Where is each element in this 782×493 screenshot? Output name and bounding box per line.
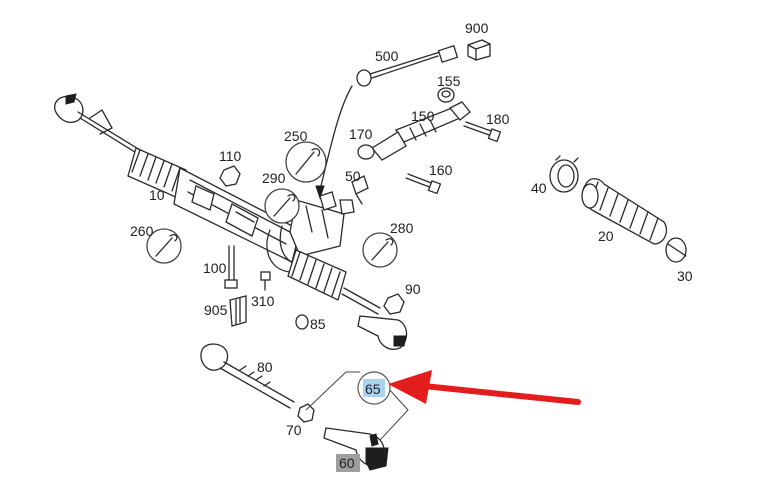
label-80: 80 (257, 359, 273, 375)
label-250: 250 (284, 128, 308, 144)
part-20-bellow (581, 178, 668, 245)
part-50-clip (351, 175, 369, 205)
label-290: 290 (262, 170, 286, 186)
label-50: 50 (345, 168, 361, 184)
part-60-tie-rod-end (323, 427, 389, 471)
part-150-shaft (371, 101, 471, 161)
label-150: 150 (411, 108, 435, 124)
label-500: 500 (375, 48, 399, 64)
label-260: 260 (130, 223, 154, 239)
part-900-cap (467, 39, 491, 61)
label-155: 155 (437, 73, 461, 89)
label-110: 110 (219, 148, 242, 164)
part-155-cap (437, 87, 455, 103)
label-60: 60 (339, 455, 355, 471)
part-310-bolt (260, 271, 271, 291)
part-30-clamp (665, 237, 687, 263)
label-10: 10 (149, 187, 165, 203)
label-100: 100 (203, 260, 227, 276)
label-170: 170 (349, 126, 373, 142)
part-80-tie-rod (200, 343, 295, 409)
part-100-bolt (224, 245, 238, 289)
label-280: 280 (390, 220, 414, 236)
group-bracket-65 (305, 371, 409, 441)
part-500-rod (356, 45, 459, 87)
highlight-65-box (363, 379, 385, 397)
part-905-bracket (229, 295, 247, 327)
label-900: 900 (465, 20, 489, 36)
label-30: 30 (677, 268, 693, 284)
part-170-nut (357, 144, 375, 160)
label-70: 70 (286, 422, 302, 438)
red-pointer-arrow (388, 370, 581, 405)
label-160: 160 (429, 162, 453, 178)
part-10-steering-rack (54, 93, 381, 315)
label-905: 905 (204, 302, 228, 318)
wrench-icon (146, 228, 182, 264)
highlight-60-box (336, 454, 360, 472)
label-40: 40 (531, 180, 547, 196)
part-110-nut (219, 165, 241, 187)
wrench-icon (264, 188, 300, 224)
wrench-icon (285, 141, 327, 183)
wrench-icon (362, 232, 398, 268)
part-180-bolt (463, 121, 502, 143)
part-tie-rod-end-right (357, 315, 408, 350)
part-40-clamp (549, 155, 579, 193)
part-90-nut (383, 293, 405, 315)
label-85: 85 (310, 316, 326, 332)
part-85-nut (295, 314, 309, 330)
part-160-bolt (405, 173, 442, 195)
label-90: 90 (405, 281, 421, 297)
label-20: 20 (598, 228, 614, 244)
label-310: 310 (251, 293, 275, 309)
part-70-nut (297, 403, 315, 423)
label-180: 180 (486, 111, 510, 127)
label-65: 65 (365, 381, 381, 397)
